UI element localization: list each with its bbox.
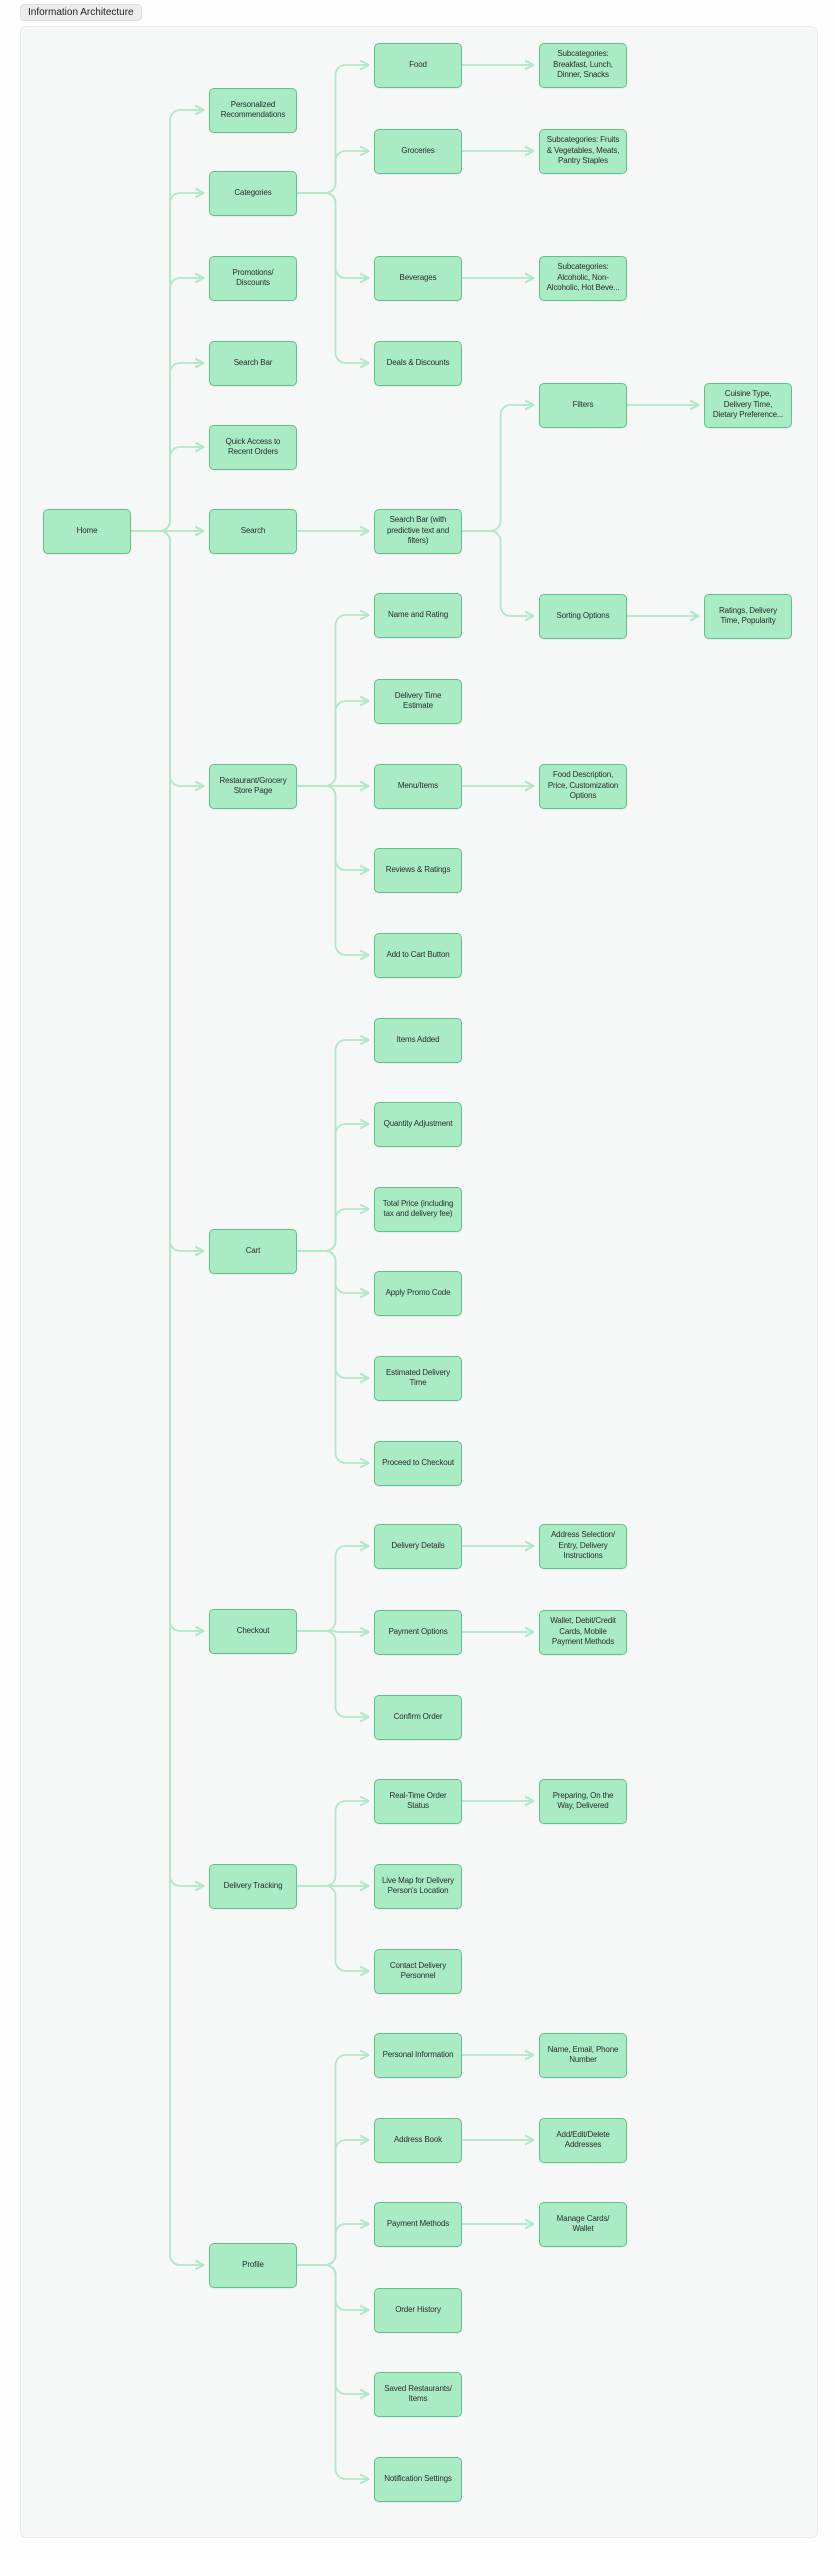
flow-node-confirm-order: Confirm Order: [374, 1694, 462, 1740]
flow-node-live-map: Live Map for Delivery Person's Location: [374, 1863, 462, 1909]
flow-node-real-time-order-status: Real-Time Order Status: [374, 1778, 462, 1824]
flow-node-subcategories-beverages: Subcategories: Alcoholic, Non- Alcoholic…: [539, 255, 627, 301]
flow-node-quantity-adjustment: Quantity Adjustment: [374, 1101, 462, 1147]
flow-node-menu-items: Menu/Items: [374, 763, 462, 809]
flow-node-profile: Profile: [209, 2242, 297, 2288]
flow-node-food-description: Food Description, Price, Customization O…: [539, 763, 627, 809]
flow-node-delivery-tracking: Delivery Tracking: [209, 1863, 297, 1909]
flow-node-beverages: Beverages: [374, 255, 462, 301]
flow-node-payment-methods: Payment Methods: [374, 2201, 462, 2247]
flow-node-order-history: Order History: [374, 2287, 462, 2333]
flow-node-contact-delivery-personnel: Contact Delivery Personnel: [374, 1948, 462, 1994]
flow-node-home: Home: [43, 508, 131, 554]
flow-node-restaurant-grocery-store-page: Restaurant/Grocery Store Page: [209, 763, 297, 809]
flow-node-notification-settings: Notification Settings: [374, 2456, 462, 2502]
flow-node-payment-options: Payment Options: [374, 1609, 462, 1655]
flow-node-ratings-delivery-popularity: Ratings, Delivery Time, Popularity: [704, 593, 792, 639]
flow-node-search: Search: [209, 508, 297, 554]
flow-node-food: Food: [374, 42, 462, 88]
flow-node-categories: Categories: [209, 170, 297, 216]
diagram-tab[interactable]: Information Architecture: [20, 4, 142, 21]
flow-node-delivery-time-estimate: Delivery Time Estimate: [374, 678, 462, 724]
flow-node-saved-restaurants-items: Saved Restaurants/ Items: [374, 2371, 462, 2417]
flow-node-preparing-on-the-way: Preparing, On the Way, Delivered: [539, 1778, 627, 1824]
flow-node-add-to-cart-button: Add to Cart Button: [374, 932, 462, 978]
flow-node-apply-promo-code: Apply Promo Code: [374, 1270, 462, 1316]
flow-node-deals-discounts: Deals & Discounts: [374, 340, 462, 386]
flow-node-reviews-ratings: Reviews & Ratings: [374, 847, 462, 893]
flow-node-address-book: Address Book: [374, 2117, 462, 2163]
flow-node-wallet-cards: Wallet, Debit/Credit Cards, Mobile Payme…: [539, 1609, 627, 1655]
flow-node-filters: Filters: [539, 382, 627, 428]
flow-node-groceries: Groceries: [374, 128, 462, 174]
flow-node-quick-access-recent-orders: Quick Access to Recent Orders: [209, 424, 297, 470]
flow-node-items-added: Items Added: [374, 1017, 462, 1063]
flow-node-cart: Cart: [209, 1228, 297, 1274]
flow-node-name-email-phone: Name, Email, Phone Number: [539, 2032, 627, 2078]
flow-node-sorting-options: Sorting Options: [539, 593, 627, 639]
flow-node-proceed-to-checkout: Proceed to Checkout: [374, 1440, 462, 1486]
flow-node-personal-information: Personal Information: [374, 2032, 462, 2078]
flow-node-subcategories-food: Subcategories: Breakfast, Lunch, Dinner,…: [539, 42, 627, 88]
flow-node-delivery-details: Delivery Details: [374, 1523, 462, 1569]
flow-node-name-and-rating: Name and Rating: [374, 592, 462, 638]
flow-node-search-bar-predictive: Search Bar (with predictive text and fil…: [374, 508, 462, 554]
flow-node-add-edit-delete-addresses: Add/Edit/Delete Addresses: [539, 2117, 627, 2163]
flow-node-estimated-delivery-time: Estimated Delivery Time: [374, 1355, 462, 1401]
flow-node-search-bar: Search Bar: [209, 340, 297, 386]
flow-node-cuisine-type: Cuisine Type, Delivery Time, Dietary Pre…: [704, 382, 792, 428]
flow-node-subcategories-groceries: Subcategories: Fruits & Vegetables, Meat…: [539, 128, 627, 174]
flow-node-promotions-discounts: Promotions/ Discounts: [209, 255, 297, 301]
flow-node-address-selection: Address Selection/ Entry, Delivery Instr…: [539, 1523, 627, 1569]
flow-node-manage-cards-wallet: Manage Cards/ Wallet: [539, 2201, 627, 2247]
flow-node-checkout: Checkout: [209, 1608, 297, 1654]
flow-node-personalized-recommendations: Personalized Recommendations: [209, 87, 297, 133]
flow-node-total-price: Total Price (including tax and delivery …: [374, 1186, 462, 1232]
